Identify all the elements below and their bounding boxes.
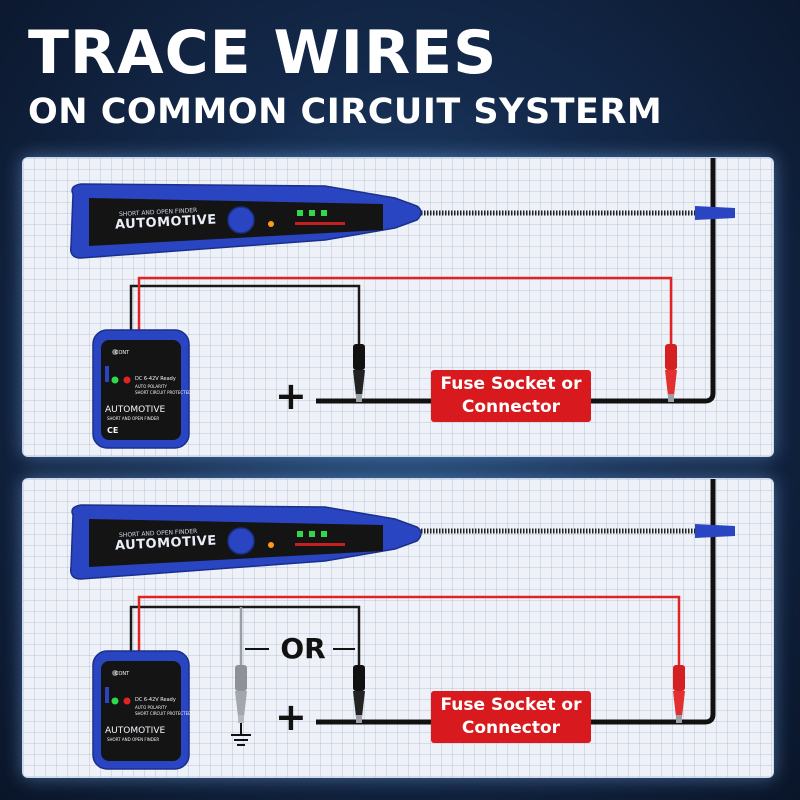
black-alligator-clip bbox=[353, 344, 365, 402]
black-test-lead bbox=[129, 605, 361, 667]
base-feature1-label: AUTO POLARITY bbox=[135, 384, 167, 389]
red-alligator-clip bbox=[673, 665, 685, 723]
circuit-wire bbox=[316, 479, 716, 725]
base-feature2-label: SHORT CIRCUIT PROTECTED bbox=[135, 390, 192, 395]
probe-mode-button bbox=[227, 527, 255, 555]
probe-led-green bbox=[297, 210, 303, 216]
red-test-lead bbox=[137, 595, 681, 667]
short-indicator bbox=[123, 376, 131, 384]
or-label: OR bbox=[280, 632, 326, 665]
cont-indicator bbox=[112, 349, 118, 355]
cord-tip bbox=[695, 206, 735, 220]
base-brand-label: AUTOMOTIVE bbox=[105, 726, 166, 736]
probe-led-green bbox=[297, 531, 303, 537]
positive-symbol: + bbox=[275, 695, 307, 739]
base-sub-label: SHORT AND OPEN FINDER bbox=[107, 416, 160, 421]
cont-indicator bbox=[112, 670, 118, 676]
base-feature1-label: AUTO POLARITY bbox=[135, 705, 167, 710]
probe-device bbox=[69, 504, 422, 580]
base-voltage-label: DC 6-42V Ready bbox=[135, 376, 176, 382]
power-unit bbox=[92, 650, 190, 770]
power-unit bbox=[92, 329, 190, 449]
circuit-panel-2: AUTOMOTIVE SHORT AND OPEN FINDER CONT DC… bbox=[22, 478, 774, 778]
page-subtitle: ON COMMON CIRCUIT SYSTERM bbox=[28, 92, 663, 132]
page-title: TRACE WIRES bbox=[28, 18, 498, 88]
probe-device bbox=[69, 183, 422, 259]
short-indicator bbox=[123, 697, 131, 705]
base-cont-label: CONT bbox=[115, 350, 130, 356]
probe-mode-button bbox=[227, 206, 255, 234]
fuse-socket-label: Fuse Socket or Connector bbox=[431, 370, 591, 422]
fuse-socket-label-line2: Connector bbox=[461, 718, 561, 738]
base-sub-label: SHORT AND OPEN FINDER bbox=[107, 737, 160, 742]
fuse-socket-label-line1: Fuse Socket or bbox=[440, 374, 582, 394]
red-test-lead bbox=[137, 276, 673, 346]
black-test-lead bbox=[129, 284, 361, 346]
base-feature2-label: SHORT CIRCUIT PROTECTED bbox=[135, 711, 192, 716]
base-voltage-label: DC 6-42V Ready bbox=[135, 697, 176, 703]
probe-led-orange bbox=[268, 221, 274, 227]
wiring-diagram bbox=[129, 158, 735, 404]
fuse-socket-label-line2: Connector bbox=[461, 397, 561, 417]
wiring-diagram bbox=[129, 479, 735, 746]
circuit-wire bbox=[316, 158, 716, 404]
positive-symbol: + bbox=[275, 374, 307, 418]
ce-mark: CE bbox=[107, 426, 119, 435]
probe-led-orange bbox=[268, 542, 274, 548]
base-cont-label: CONT bbox=[115, 671, 130, 677]
open-indicator bbox=[111, 697, 119, 705]
fuse-socket-label-line1: Fuse Socket or bbox=[440, 695, 582, 715]
red-alligator-clip bbox=[665, 344, 677, 402]
base-brand-label: AUTOMOTIVE bbox=[105, 405, 166, 415]
ground-icon bbox=[231, 723, 251, 746]
grey-alligator-clip bbox=[235, 665, 247, 723]
cord-tip bbox=[695, 524, 735, 538]
circuit-panel-1: AUTOMOTIVE SHORT AND OPEN FINDER CONT DC… bbox=[22, 157, 774, 457]
open-indicator bbox=[111, 376, 119, 384]
black-alligator-clip bbox=[353, 665, 365, 723]
fuse-socket-label: Fuse Socket or Connector bbox=[431, 691, 591, 743]
